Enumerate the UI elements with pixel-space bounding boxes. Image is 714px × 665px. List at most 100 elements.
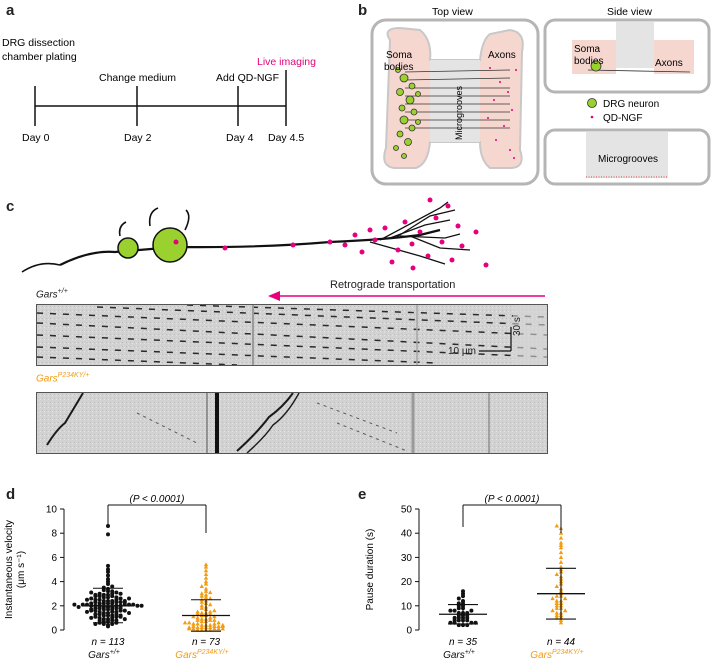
data-point-0-23 bbox=[97, 609, 102, 614]
data-point-0-10 bbox=[101, 617, 106, 622]
y-axis-label-line1: Instantaneous velocity bbox=[4, 520, 15, 619]
legend-qd-label: QD-NGF bbox=[603, 113, 642, 124]
genotype-label-0: Gars+/+ bbox=[88, 649, 120, 661]
data-point-1-57 bbox=[203, 588, 209, 593]
significance-stars: **** bbox=[148, 490, 166, 493]
genotype-sup-1: P234KY/+ bbox=[197, 649, 229, 656]
data-point-1-18 bbox=[563, 596, 568, 601]
data-point-1-68 bbox=[187, 625, 192, 630]
day-0-label: Day 0 bbox=[22, 132, 50, 144]
data-point-1-13 bbox=[191, 623, 196, 628]
data-point-1-12 bbox=[212, 623, 217, 628]
data-point-0-67 bbox=[101, 592, 106, 597]
n-label-0: n = 113 bbox=[92, 637, 125, 648]
data-point-1-30 bbox=[195, 615, 200, 620]
data-point-1-17 bbox=[554, 598, 559, 603]
chamber-schematic: Top view Soma bodies Axons Microgrooves … bbox=[370, 6, 711, 186]
data-point-1-38 bbox=[199, 610, 204, 615]
side-axon-chamber bbox=[654, 40, 694, 74]
data-point-1-58 bbox=[203, 586, 209, 591]
kymograph-mutant-traces bbox=[37, 393, 547, 453]
data-point-1-2 bbox=[208, 627, 213, 632]
data-point-1-34 bbox=[558, 559, 564, 564]
data-point-1-32 bbox=[191, 614, 196, 619]
timeline-diagram: DRG dissection chamber plating Change me… bbox=[2, 37, 316, 144]
data-point-1-38 bbox=[558, 540, 564, 545]
event-1-label: Change medium bbox=[99, 72, 176, 84]
genotype-base-0: Gars bbox=[443, 650, 465, 661]
microgrooves-vertical-label: Microgrooves bbox=[454, 85, 464, 140]
day-45-label: Day 4.5 bbox=[268, 132, 304, 144]
y-axis-label-line2: (μm s⁻¹) bbox=[16, 551, 27, 588]
data-point-1-67 bbox=[220, 626, 225, 631]
data-point-1-60 bbox=[203, 581, 209, 586]
data-point-1-14 bbox=[216, 623, 221, 628]
data-point-1-43 bbox=[199, 605, 204, 610]
data-point-1-10 bbox=[208, 625, 213, 630]
data-point-1-15 bbox=[554, 600, 559, 605]
data-point-0-98 bbox=[127, 596, 131, 601]
panel-letter-b: b bbox=[358, 2, 368, 19]
legend-neuron-label: DRG neuron bbox=[603, 99, 659, 110]
data-point-1-6 bbox=[216, 626, 221, 631]
legend-qd-icon bbox=[590, 115, 594, 119]
n-label-1: n = 44 bbox=[547, 637, 576, 648]
data-point-0-93 bbox=[122, 608, 127, 613]
scale-x-label: 10 μm bbox=[448, 346, 476, 357]
data-point-1-5 bbox=[191, 626, 196, 631]
data-point-0-23 bbox=[448, 608, 453, 613]
data-point-1-59 bbox=[199, 584, 204, 589]
data-point-1-9 bbox=[550, 608, 555, 613]
data-point-0-99 bbox=[93, 612, 98, 617]
data-point-1-3 bbox=[554, 615, 559, 620]
neuron-soma-small bbox=[117, 237, 139, 259]
axons-label: Axons bbox=[488, 50, 516, 61]
data-point-1-19 bbox=[212, 621, 217, 626]
data-point-0-83 bbox=[106, 532, 110, 537]
data-point-1-29 bbox=[208, 615, 213, 620]
axon-branches bbox=[369, 201, 471, 265]
data-point-0-94 bbox=[139, 603, 144, 608]
y-axis-label: Pause duration (s) bbox=[365, 529, 376, 611]
genotype-sup-1: P234KY/+ bbox=[552, 649, 584, 656]
genotype-label-1: GarsP234KY/+ bbox=[530, 649, 583, 661]
panel-letter-a: a bbox=[6, 2, 15, 19]
data-point-0-70 bbox=[114, 590, 119, 595]
data-point-1-65 bbox=[203, 564, 209, 569]
event-3-label: Live imaging bbox=[257, 56, 316, 68]
data-point-1-13 bbox=[554, 603, 559, 608]
data-point-0-55 bbox=[101, 598, 106, 603]
data-point-1-31 bbox=[212, 614, 217, 619]
data-point-0-96 bbox=[85, 597, 89, 602]
day-2-label: Day 2 bbox=[124, 132, 152, 144]
genotype-base-1: Gars bbox=[530, 650, 552, 661]
data-point-0-21 bbox=[452, 608, 457, 613]
genotype-label-1: GarsP234KY/+ bbox=[175, 649, 228, 661]
data-point-1-16 bbox=[199, 622, 204, 627]
kymograph-wt-traces bbox=[37, 305, 547, 365]
data-point-0-87 bbox=[72, 602, 77, 607]
data-point-0-89 bbox=[89, 601, 94, 606]
kymograph-mutant bbox=[36, 392, 548, 454]
y-tick-label: 10 bbox=[401, 601, 413, 612]
data-point-0-100 bbox=[114, 595, 119, 600]
data-point-1-33 bbox=[558, 564, 564, 569]
y-tick-label: 10 bbox=[46, 505, 58, 516]
data-point-0-103 bbox=[118, 614, 123, 619]
data-point-0-104 bbox=[93, 592, 98, 597]
side-barrier bbox=[616, 22, 654, 68]
data-point-0-53 bbox=[118, 600, 123, 605]
genotype-base-0: Gars bbox=[88, 650, 110, 661]
data-point-0-106 bbox=[118, 591, 123, 596]
data-point-1-5 bbox=[554, 613, 559, 618]
wt-genotype-label: Gars+/+ bbox=[36, 288, 68, 301]
data-point-0-107 bbox=[122, 617, 127, 622]
day-4-label: Day 4 bbox=[226, 132, 254, 144]
side-axon-line bbox=[587, 69, 691, 73]
data-point-0-50 bbox=[97, 601, 102, 606]
data-point-0-60 bbox=[118, 596, 123, 601]
mut-genotype-label: GarsP234KY/+ bbox=[36, 372, 90, 385]
genotype-base-1: Gars bbox=[175, 650, 197, 661]
data-point-0-82 bbox=[106, 563, 110, 568]
